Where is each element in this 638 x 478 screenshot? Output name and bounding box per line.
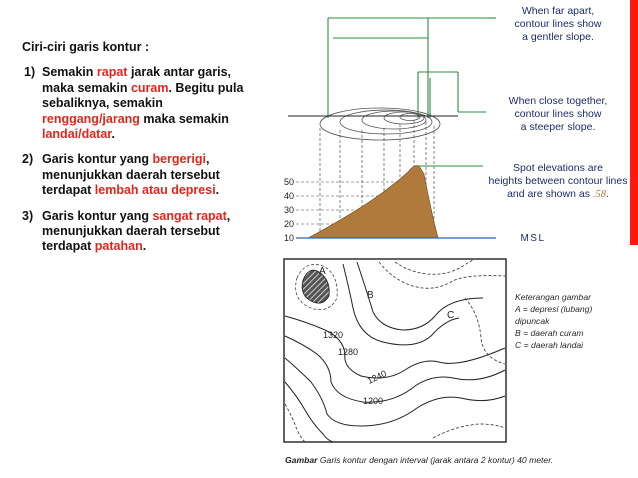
label-c: C — [447, 310, 454, 321]
note-far-apart: a gentler slope. — [522, 31, 594, 43]
legend-line: Keterangan gambar — [515, 292, 592, 302]
item-number: 2) — [22, 152, 34, 167]
legend-line: B = daerah curam — [515, 328, 584, 338]
label-b: B — [367, 290, 374, 301]
plain-text: jarak antar garis, maka semakin — [42, 65, 231, 95]
note-spot-elevation: and are shown as .58. — [507, 188, 609, 200]
far-apart-bracket — [327, 17, 496, 118]
elevation-labels: 50 40 30 20 10 — [284, 177, 294, 243]
item-text: Semakin rapat jarak antar garis, maka se… — [42, 65, 262, 142]
contour-map-figure: A B C 1320 1280 1240 1200 Keterangan gam… — [283, 258, 592, 443]
list-item: 1) Semakin rapat jarak antar garis, maka… — [22, 65, 262, 142]
elevation-label: 20 — [284, 219, 294, 229]
msl-label: MSL — [520, 233, 545, 244]
highlight-term: curam — [130, 80, 169, 95]
highlight-term: bergerigi — [152, 152, 206, 167]
contour-line — [295, 264, 338, 311]
legend-line: C = daerah landai — [515, 340, 584, 350]
plain-text: maka semakin — [139, 111, 229, 126]
contour-lines — [284, 261, 506, 443]
elevation-label: 40 — [284, 191, 294, 201]
legend-line: dipuncak — [515, 316, 550, 326]
figure-caption: Gambar Garis kontur dengan interval (jar… — [285, 455, 553, 465]
note-spot-elevation: Spot elevations are — [513, 162, 603, 174]
plain-text: . — [215, 183, 220, 198]
section-heading: Ciri-ciri garis kontur : — [22, 40, 150, 54]
highlight-term: renggang/jarang — [42, 111, 140, 126]
contour-profile-figure: 50 40 30 20 10 When far apart, contour l… — [284, 5, 628, 244]
note-close-together: contour lines show — [515, 108, 602, 120]
highlight-term: patahan — [94, 239, 143, 254]
projection-lines — [319, 120, 435, 236]
close-together-bracket — [417, 71, 486, 118]
note-far-apart: contour lines show — [515, 18, 602, 30]
plain-text: . Begitu pula sebaliknya, semakin — [42, 80, 244, 111]
terrain-profile — [307, 165, 439, 239]
note-far-apart: When far apart, — [522, 5, 594, 17]
item-text: Garis kontur yang sangat rapat, menunjuk… — [42, 209, 262, 255]
plain-text: Garis kontur yang — [42, 208, 153, 223]
depression-area — [301, 269, 330, 304]
item-text: Garis kontur yang bergerigi, menunjukkan… — [42, 152, 262, 198]
plain-text: , menunjukkan daerah tersebut terdapat — [42, 208, 231, 254]
accent-bar — [630, 0, 638, 245]
highlight-term: rapat — [96, 65, 128, 80]
dashed-contours — [284, 259, 506, 443]
contour-map — [288, 107, 458, 141]
plain-text: . — [111, 127, 115, 142]
note-spot-elevation: heights between contour lines — [489, 175, 628, 187]
elevation-label: 10 — [284, 233, 294, 243]
caption-label: Gambar — [285, 455, 318, 465]
plain-text: . — [142, 239, 147, 254]
highlight-term: landai/datar — [42, 127, 112, 142]
plain-text: Garis kontur yang — [42, 152, 153, 167]
caption-text: Garis kontur dengan interval (jarak anta… — [317, 455, 554, 465]
legend-line: A = depresi (lubang) — [514, 304, 592, 314]
contour-value-label: 1320 — [323, 330, 343, 340]
note-close-together: When close together, — [509, 95, 608, 107]
map-legend: Keterangan gambar A = depresi (lubang) d… — [514, 292, 592, 350]
elevation-label: 30 — [284, 205, 294, 215]
label-a: A — [319, 266, 326, 277]
highlight-term: lembah atau depresi — [94, 183, 216, 198]
contour-value-label: 1280 — [338, 347, 358, 357]
list-item: 3) Garis kontur yang sangat rapat, menun… — [22, 209, 262, 255]
item-number: 3) — [22, 208, 34, 223]
elevation-label: 50 — [284, 177, 294, 187]
contour-value-label: 1200 — [363, 396, 383, 406]
plain-text: Semakin — [42, 65, 97, 80]
highlight-term: sangat rapat — [152, 208, 227, 223]
item-number: 1) — [24, 65, 36, 80]
list-item: 2) Garis kontur yang bergerigi, menunjuk… — [22, 152, 262, 198]
note-close-together: a steeper slope. — [521, 121, 596, 133]
contour-characteristics: Ciri-ciri garis kontur : 1) Semakin rapa… — [22, 40, 262, 265]
plain-text: , menunjukkan daerah tersebut terdapat — [42, 152, 220, 198]
